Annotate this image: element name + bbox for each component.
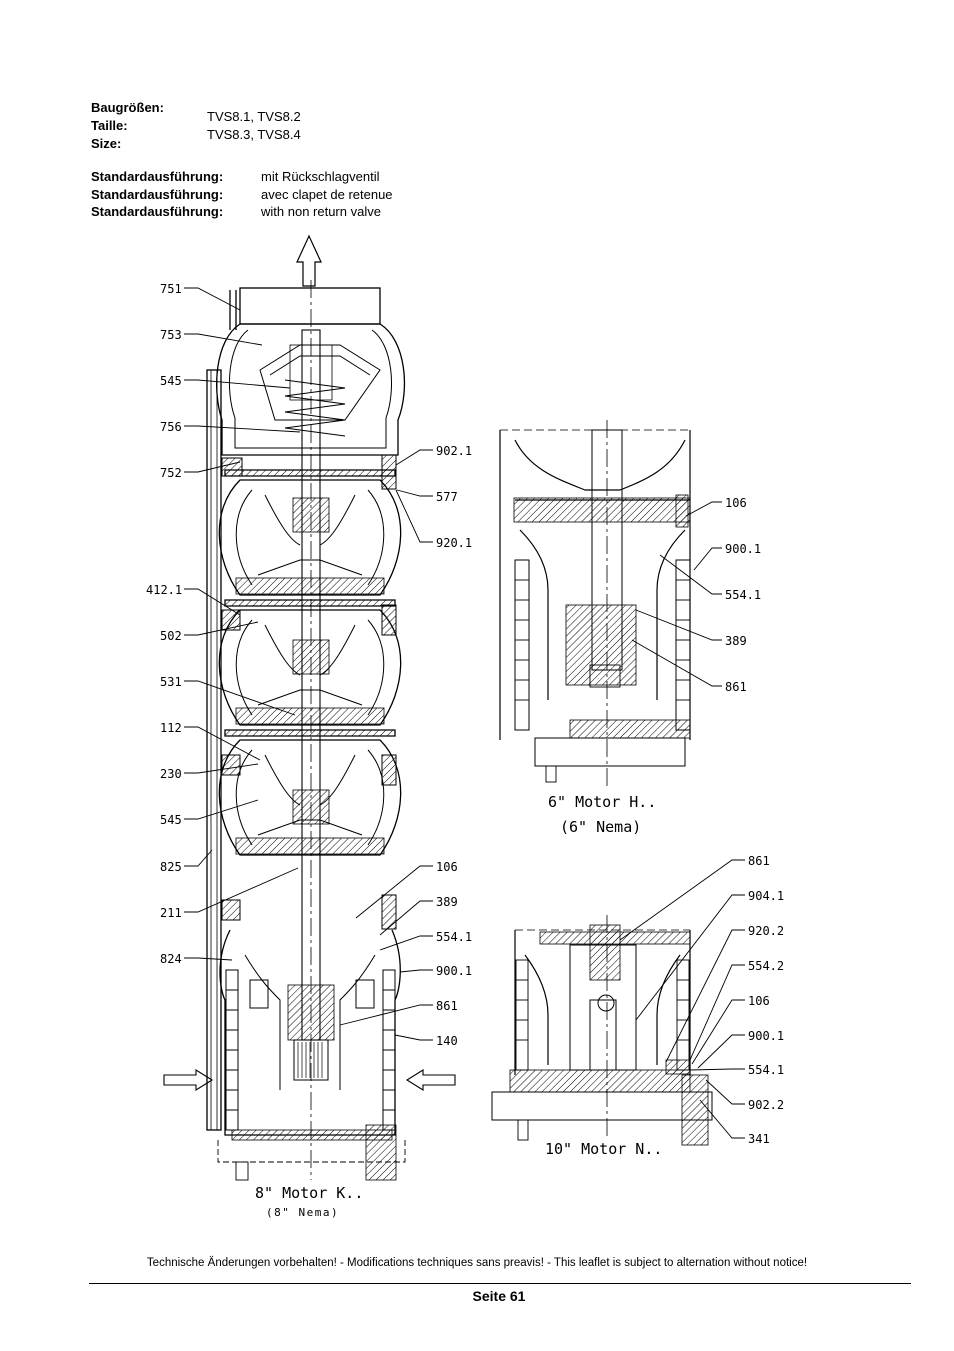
- part-label: 211: [160, 906, 182, 920]
- part-label: 577: [436, 490, 458, 504]
- part-label: 502: [160, 629, 182, 643]
- footer-divider: [89, 1283, 911, 1284]
- part-label: 140: [436, 1034, 458, 1048]
- part-label: 412.1: [146, 583, 182, 597]
- part-label: 861: [748, 854, 770, 868]
- size-label-fr: Taille:: [91, 118, 128, 133]
- part-label: 389: [725, 634, 747, 648]
- part-label: 900.1: [748, 1029, 784, 1043]
- part-label: 753: [160, 328, 182, 342]
- main-pump-section: [163, 234, 456, 1181]
- part-label: 902.2: [748, 1098, 784, 1112]
- size-value-1: TVS8.1, TVS8.2: [207, 109, 301, 124]
- part-label: 751: [160, 282, 182, 296]
- size-label-de: Baugrößen:: [91, 100, 164, 115]
- main-motor-caption: 8" Motor K..: [255, 1184, 363, 1202]
- part-label: 554.2: [748, 959, 784, 973]
- part-label: 389: [436, 895, 458, 909]
- size-value-2: TVS8.3, TVS8.4: [207, 127, 301, 142]
- part-label: 920.1: [436, 536, 472, 550]
- part-label: 106: [436, 860, 458, 874]
- part-label: 752: [160, 466, 182, 480]
- part-label: 341: [748, 1132, 770, 1146]
- part-label: 756: [160, 420, 182, 434]
- part-label: 554.1: [725, 588, 761, 602]
- ten-inch-part-labels: 861 904.1 920.2 554.2 106 900.1 554.1 90…: [748, 854, 784, 1146]
- ten-inch-motor-caption: 10" Motor N..: [545, 1140, 662, 1158]
- part-label: 902.1: [436, 444, 472, 458]
- standard-label-de: Standardausführung:: [91, 169, 224, 184]
- part-label: 920.2: [748, 924, 784, 938]
- part-label: 112: [160, 721, 182, 735]
- main-leaders-left: [184, 287, 301, 961]
- disclaimer-note: Technische Änderungen vorbehalten! - Mod…: [146, 1257, 808, 1269]
- six-inch-motor-caption: 6" Motor H..: [548, 793, 656, 811]
- part-label: 861: [725, 680, 747, 694]
- ten-inch-leaders: [619, 859, 745, 1139]
- main-leaders-right: [339, 449, 433, 1041]
- part-label: 904.1: [748, 889, 784, 903]
- part-label: 825: [160, 860, 182, 874]
- part-label: 545: [160, 374, 182, 388]
- part-label: 554.1: [748, 1063, 784, 1077]
- size-label-en: Size:: [91, 136, 122, 151]
- standard-value-en: with non return valve: [261, 204, 381, 219]
- part-label: 900.1: [725, 542, 761, 556]
- ten-inch-motor-detail: [491, 915, 713, 1146]
- part-label: 106: [725, 496, 747, 510]
- standard-value-fr: avec clapet de retenue: [261, 187, 393, 202]
- part-label: 531: [160, 675, 182, 689]
- part-label: 900.1: [436, 964, 472, 978]
- standard-label-fr: Standardausführung:: [91, 187, 224, 202]
- six-inch-motor-subcaption: (6" Nema): [560, 818, 641, 836]
- six-inch-part-labels: 106 900.1 554.1 389 861: [725, 496, 761, 694]
- standard-value-de: mit Rückschlagventil: [261, 169, 380, 184]
- main-motor-subcaption: (8" Nema): [266, 1206, 339, 1219]
- part-label: 545: [160, 813, 182, 827]
- part-label: 106: [748, 994, 770, 1008]
- standard-label-en: Standardausführung:: [91, 204, 224, 219]
- main-part-labels: 751 753 545 756 752 412.1 502 531 112 23…: [146, 282, 472, 1048]
- part-label: 554.1: [436, 930, 472, 944]
- six-inch-motor-detail: [499, 420, 691, 790]
- part-label: 230: [160, 767, 182, 781]
- part-label: 824: [160, 952, 182, 966]
- page-number: Seite 61: [472, 1288, 526, 1304]
- part-label: 861: [436, 999, 458, 1013]
- six-inch-leaders: [631, 501, 722, 687]
